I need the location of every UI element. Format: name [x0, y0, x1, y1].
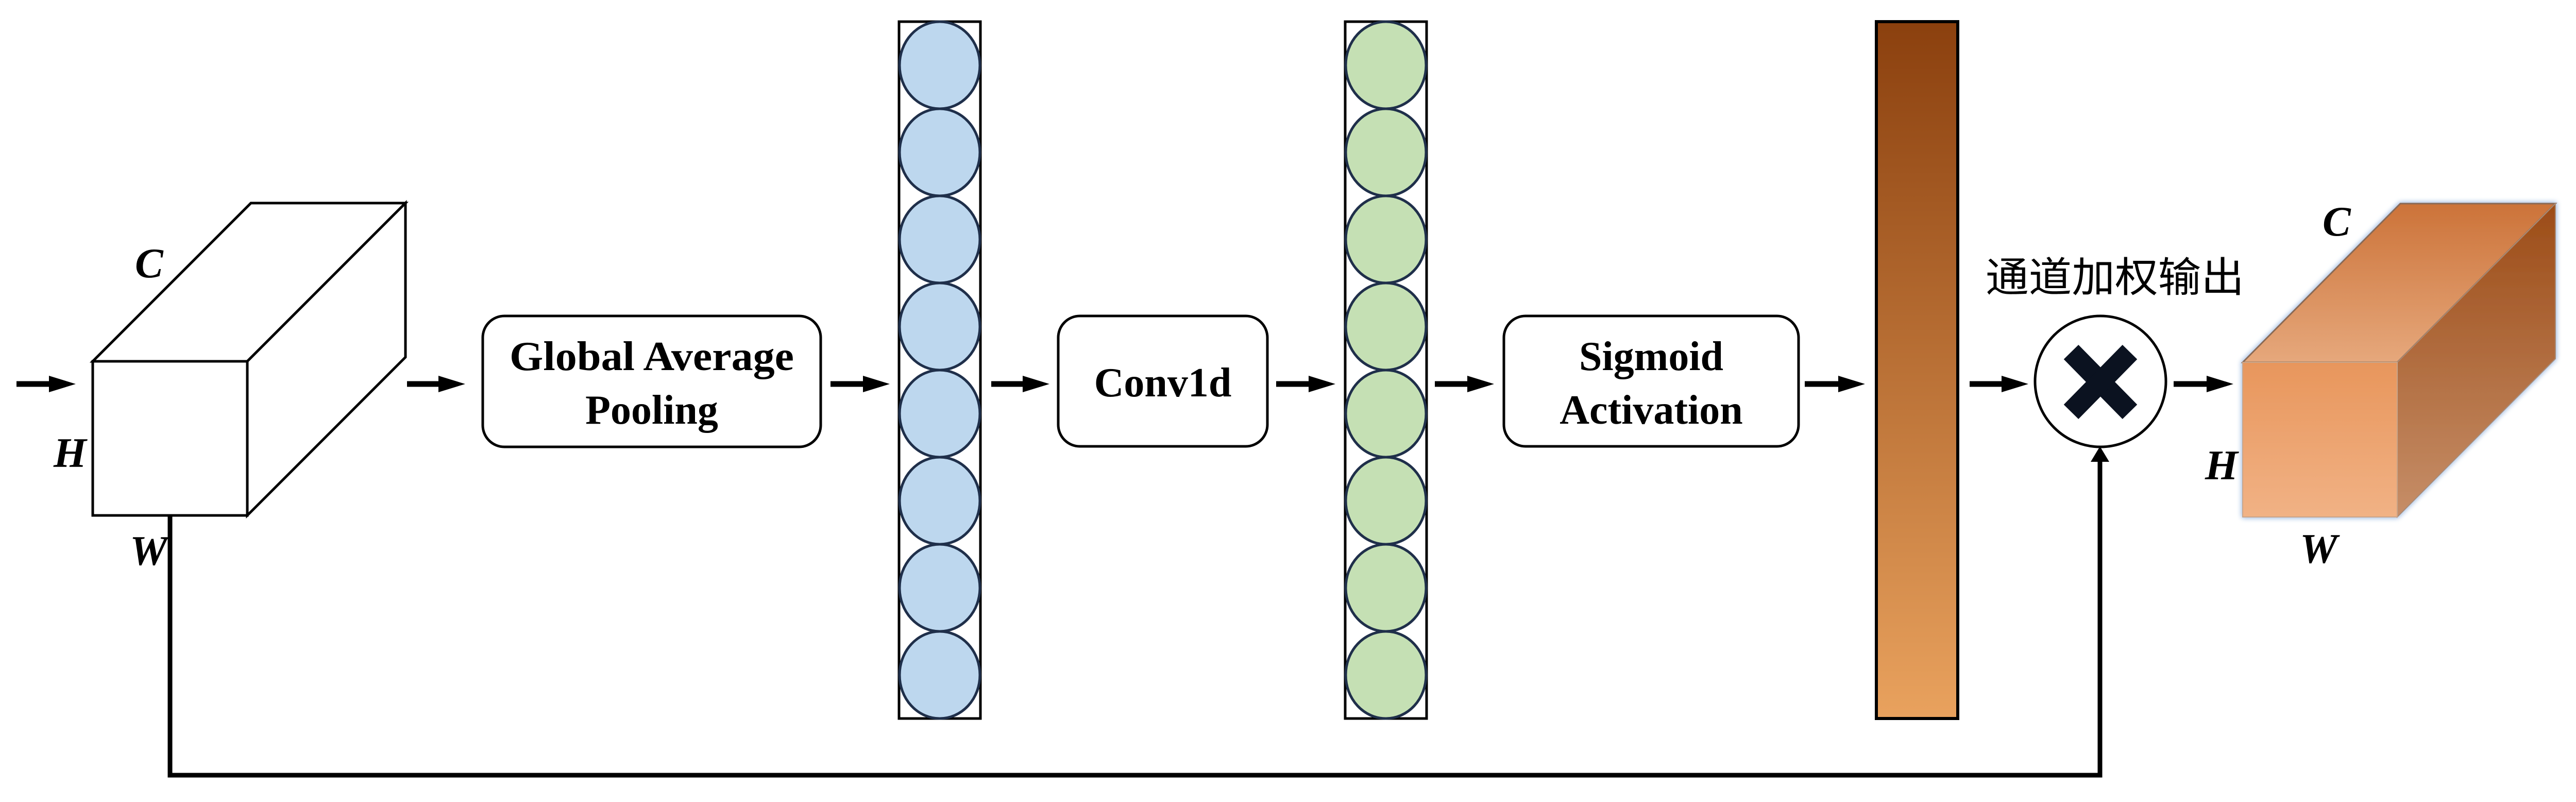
input-tensor-cube: C H W	[53, 199, 409, 574]
gap-to-vector-arrow	[831, 376, 890, 392]
gap-block: Global Average Pooling	[481, 314, 822, 448]
sigmoid-to-bar-arrow	[1805, 376, 1865, 392]
pooled-vector-cell	[898, 456, 981, 546]
input-arrow	[16, 376, 76, 392]
pooled-channel-vector	[897, 20, 982, 720]
gap-label-line-2: Pooling	[585, 388, 718, 433]
pooled-vector-cell	[898, 281, 981, 372]
conv-vector-cell	[1344, 281, 1428, 372]
channel-weighted-output-label: 通道加权输出	[1986, 254, 2244, 302]
conv-vector-cell	[1344, 194, 1428, 285]
conv-vector-cell	[1344, 456, 1428, 546]
pooled-vector-cell	[898, 543, 981, 633]
conv-to-vector-arrow	[1276, 376, 1335, 392]
channel-weight-bar	[1875, 20, 1959, 720]
skip-connection-arrowhead	[2091, 446, 2109, 462]
output-tensor-cube	[2241, 202, 2557, 519]
pooled-vector-cell	[898, 369, 981, 459]
pooled-vector-cell	[898, 107, 981, 197]
skip-connection-line	[167, 459, 2103, 778]
input-dim-w-label: W	[130, 527, 170, 574]
gap-label-line-1: Global Average	[510, 334, 794, 379]
sigmoid-label-line-2: Activation	[1560, 388, 1743, 433]
output-dim-h-label: H	[2205, 442, 2239, 489]
input-cube-front-face	[91, 360, 249, 517]
sigmoid-block: Sigmoid Activation	[1502, 314, 1800, 448]
conv-channel-vector	[1344, 20, 1428, 720]
conv-vector-cell	[1344, 369, 1428, 459]
input-dim-c-label: C	[135, 240, 164, 287]
conv-vector-cell	[1344, 543, 1428, 633]
output-cube-front-face	[2242, 362, 2398, 517]
conv1d-box	[1057, 314, 1269, 448]
sigmoid-box	[1502, 314, 1800, 448]
multiply-to-output-arrow	[2174, 376, 2233, 392]
conv-vector-cell	[1344, 630, 1428, 720]
output-dim-w-label: W	[2300, 525, 2340, 572]
conv1d-block: Conv1d	[1057, 314, 1269, 448]
conv1d-label: Conv1d	[1094, 360, 1232, 406]
pooled-vector-cell	[898, 194, 981, 285]
conv-vector-cell	[1344, 20, 1428, 110]
output-dim-c-label: C	[2323, 198, 2351, 245]
pooled-vector-cell	[898, 630, 981, 720]
conv-vector-cell	[1344, 107, 1428, 197]
vector-to-conv-arrow	[991, 376, 1049, 392]
flow-arrows	[16, 376, 2233, 392]
input-dim-h-label: H	[53, 429, 88, 476]
pooled-vector-cell	[898, 20, 981, 110]
vector-to-sigmoid-arrow	[1435, 376, 1494, 392]
cube-to-gap-arrow	[407, 376, 465, 392]
multiply-node	[2033, 314, 2167, 448]
bar-to-multiply-arrow	[1970, 376, 2028, 392]
gap-box	[481, 314, 822, 448]
multiply-x-icon	[2063, 344, 2138, 420]
sigmoid-label-line-1: Sigmoid	[1579, 334, 1723, 379]
